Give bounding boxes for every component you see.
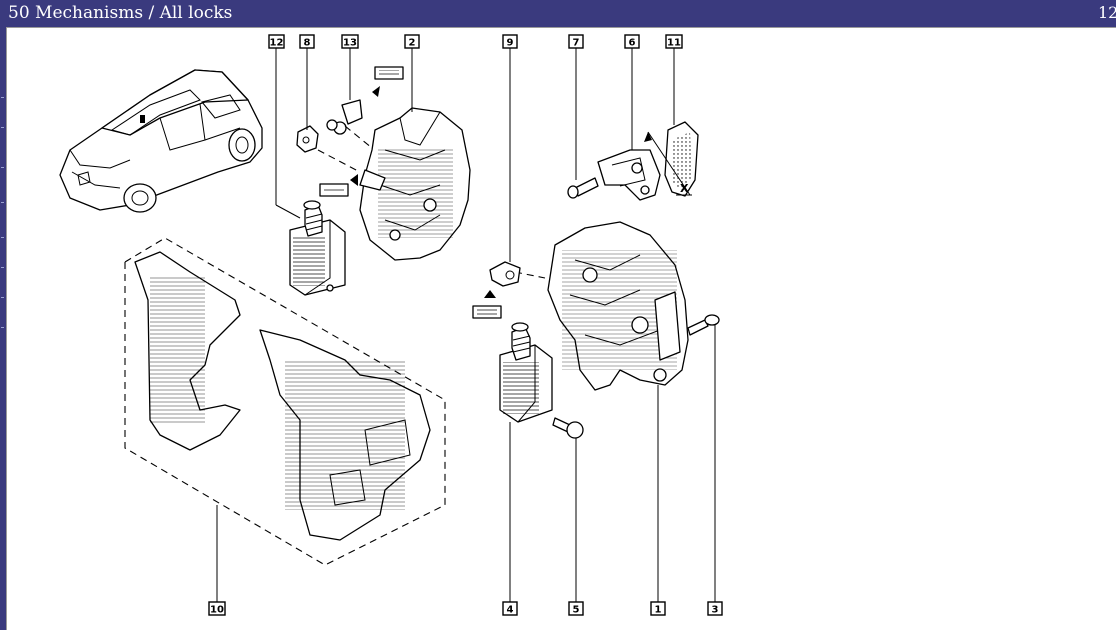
lock-actuator-lower [499, 322, 553, 423]
lock-actuator-upper [289, 200, 346, 296]
svg-text:8: 8 [304, 38, 311, 49]
callout-7: 7 [568, 34, 584, 49]
diagram-canvas [6, 27, 1116, 630]
callout-8: 8 [299, 34, 315, 49]
callout-2: 2 [404, 34, 420, 49]
seal-plate-11 [664, 121, 699, 197]
svg-text:12: 12 [270, 38, 284, 49]
svg-text:9: 9 [507, 38, 514, 49]
svg-text:1: 1 [655, 605, 662, 616]
svg-text:3: 3 [712, 605, 719, 616]
axis-marker-label: X [680, 182, 689, 195]
callout-10: 10 [208, 601, 226, 616]
vehicle-outline [59, 69, 263, 213]
callout-12: 12 [268, 34, 285, 49]
svg-text:2: 2 [409, 38, 416, 49]
page-title: 50 Mechanisms / All locks [8, 3, 233, 23]
callout-9: 9 [502, 34, 518, 49]
page-number: 12 [1098, 3, 1116, 22]
leader-lines [216, 48, 716, 602]
striker-bracket-6 [597, 149, 661, 201]
pointer-icons [319, 66, 502, 319]
callout-3: 3 [707, 601, 723, 616]
axis-arrow: X [644, 131, 692, 196]
callout-5: 5 [568, 601, 584, 616]
svg-text:4: 4 [507, 605, 514, 616]
door-lock-upper [359, 107, 471, 261]
clip-part-9 [489, 261, 521, 287]
screw-7 [567, 177, 599, 199]
callout-4: 4 [502, 601, 518, 616]
door-lock-lower [547, 221, 689, 391]
svg-text:7: 7 [573, 38, 580, 49]
lock-cover-group [124, 237, 446, 566]
callout-13: 13 [341, 34, 359, 49]
callout-6: 6 [624, 34, 640, 49]
svg-text:13: 13 [343, 38, 357, 49]
svg-text:6: 6 [629, 38, 636, 49]
screw-3 [687, 314, 720, 336]
svg-text:10: 10 [210, 605, 224, 616]
left-edge-strip [0, 27, 6, 630]
svg-text:5: 5 [573, 605, 580, 616]
title-bar: 50 Mechanisms / All locks 12 [0, 0, 1116, 27]
clip-part-8 [296, 125, 319, 153]
callout-1: 1 [650, 601, 666, 616]
dashed-leaders [317, 125, 546, 279]
clip-part-13 [326, 99, 363, 135]
callout-11: 11 [665, 34, 683, 49]
svg-text:11: 11 [667, 38, 681, 49]
screw-5 [552, 417, 584, 439]
